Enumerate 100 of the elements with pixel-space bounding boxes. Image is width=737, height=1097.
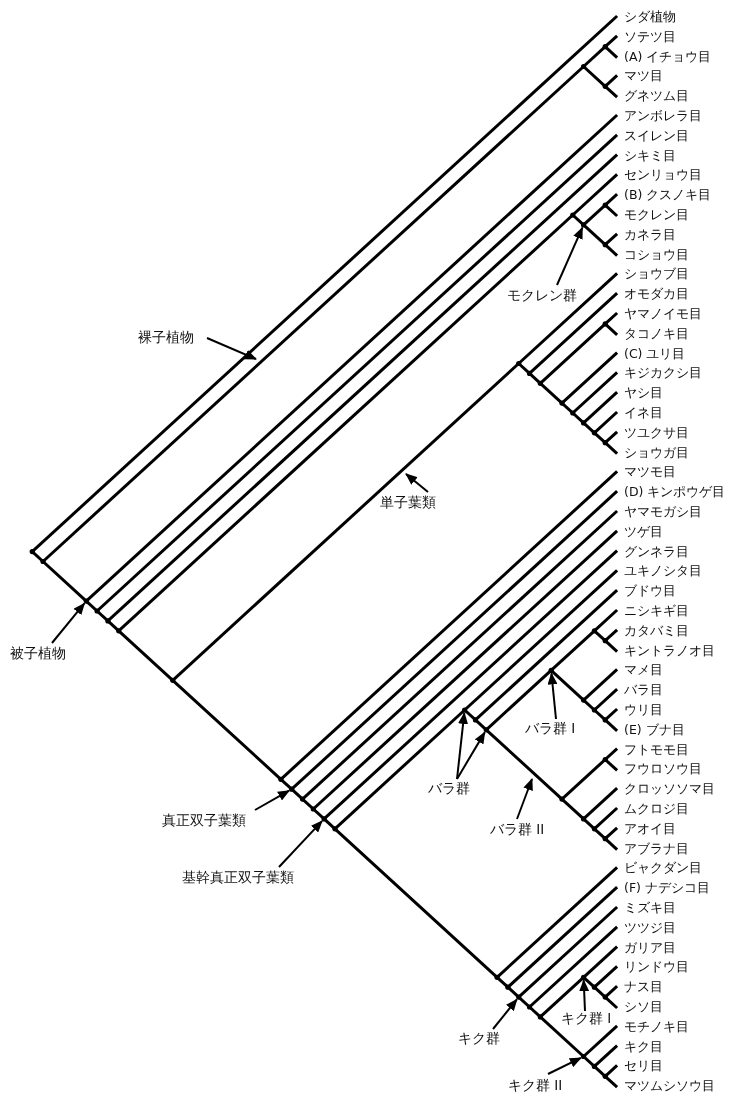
branch-line xyxy=(549,668,586,702)
taxon-label: (E) ブナ目 xyxy=(616,720,685,739)
branch-line xyxy=(117,213,575,633)
branch-point xyxy=(278,776,284,782)
branch-point xyxy=(462,707,468,713)
branch-line xyxy=(549,629,596,672)
clade-label: キク群 II xyxy=(508,1077,563,1093)
branch-point xyxy=(602,717,608,723)
branch-point xyxy=(602,321,608,327)
branch-point xyxy=(559,796,565,802)
branch-point xyxy=(580,420,587,426)
taxon-label: カネラ目 xyxy=(616,225,676,244)
branch-line xyxy=(582,65,607,88)
branch-point xyxy=(548,667,554,673)
taxon-label: オモダカ目 xyxy=(616,285,689,304)
branch-line xyxy=(592,688,618,712)
taxon-label: アブラナ目 xyxy=(616,839,689,858)
clade-label: 基幹真正双子葉類 xyxy=(182,869,294,885)
taxon-label: モチノキ目 xyxy=(616,1017,689,1036)
taxon-label: アンボレラ目 xyxy=(616,107,702,125)
leader-arrow xyxy=(547,1056,582,1075)
branch-point xyxy=(602,440,608,446)
branch-line xyxy=(582,223,607,247)
branch-line xyxy=(333,708,467,831)
clade-label: バラ群 xyxy=(428,780,470,796)
taxon-label: キントラノオ目 xyxy=(616,641,715,660)
branch-line xyxy=(538,322,607,385)
leader-arrow xyxy=(516,778,533,820)
clade-label: モクレン群 xyxy=(507,287,577,303)
branch-point xyxy=(591,826,597,832)
branch-point xyxy=(289,786,295,792)
branch-point xyxy=(602,638,608,644)
branch-line xyxy=(603,74,618,88)
branch-point xyxy=(580,697,587,703)
branch-point xyxy=(591,628,597,634)
branch-line xyxy=(582,946,618,979)
taxon-label: グネツム目 xyxy=(616,87,689,106)
taxon-label: マツモ目 xyxy=(616,463,676,482)
leader-arrow xyxy=(456,731,486,780)
branch-line xyxy=(603,758,618,771)
taxon-label: シソ目 xyxy=(616,998,663,1016)
leader-arrow xyxy=(51,602,86,644)
taxon-label: ツツジ目 xyxy=(616,918,676,937)
taxon-label: イネ目 xyxy=(616,404,663,422)
taxon-label: ムクロジ目 xyxy=(616,800,689,818)
branch-point xyxy=(332,826,338,832)
branch-point xyxy=(591,1063,597,1069)
branch-line xyxy=(517,906,618,999)
branch-point xyxy=(580,1053,587,1060)
taxon-label: ニシキギ目 xyxy=(616,602,689,620)
branch-point xyxy=(580,974,587,980)
branch-line xyxy=(592,965,618,989)
taxon-label: ナス目 xyxy=(616,978,663,997)
branch-line xyxy=(592,1045,618,1068)
branch-point xyxy=(537,380,543,386)
branch-line xyxy=(603,312,618,326)
branch-point xyxy=(94,608,100,614)
clade-label: 裸子植物 xyxy=(138,329,194,345)
branch-line xyxy=(517,272,618,365)
branch-point xyxy=(559,400,565,406)
taxon-label: シキミ目 xyxy=(616,146,676,165)
leader-arrow xyxy=(547,672,558,720)
branch-line xyxy=(463,569,618,712)
branch-line xyxy=(571,173,618,217)
taxon-label: (D) キンポウゲ目 xyxy=(616,483,726,502)
taxon-label: ガリア目 xyxy=(616,938,676,957)
taxon-label: (C) ユリ目 xyxy=(616,344,686,363)
branch-point xyxy=(105,618,111,624)
branch-line xyxy=(603,243,618,257)
branch-line xyxy=(603,639,618,653)
branch-point xyxy=(321,816,327,822)
branch-point xyxy=(516,360,522,367)
branch-line xyxy=(528,292,618,375)
branch-point xyxy=(483,727,489,733)
taxon-label: ヤマモガシ目 xyxy=(616,503,702,521)
branch-point xyxy=(602,994,608,1000)
branch-point xyxy=(570,410,576,416)
branch-line xyxy=(171,678,283,781)
branch-point xyxy=(602,83,608,89)
taxon-label: バラ目 xyxy=(616,681,663,700)
leader-arrow xyxy=(405,473,429,493)
branch-line xyxy=(603,203,618,217)
taxon-label: ソテツ目 xyxy=(616,27,676,46)
branch-point xyxy=(505,984,511,990)
clade-label: バラ群 II xyxy=(490,821,545,837)
branch-point xyxy=(602,1073,608,1079)
taxon-label: ビャクダン目 xyxy=(616,859,702,878)
taxon-label: マツムシソウ目 xyxy=(616,1077,715,1096)
leader-arrow xyxy=(492,998,518,1030)
taxon-label: ツユクサ目 xyxy=(616,423,689,442)
taxon-label: ユキノシタ目 xyxy=(616,562,702,581)
branch-point xyxy=(570,212,576,218)
taxon-label: ミズキ目 xyxy=(616,899,676,917)
branch-point xyxy=(526,370,533,376)
branch-point xyxy=(516,994,522,1000)
branch-line xyxy=(603,837,618,851)
taxon-label: フトモモ目 xyxy=(616,740,689,759)
taxon-label: ヤマノイモ目 xyxy=(616,305,702,323)
taxon-label: スイレン目 xyxy=(616,126,689,145)
branch-line xyxy=(333,827,499,979)
